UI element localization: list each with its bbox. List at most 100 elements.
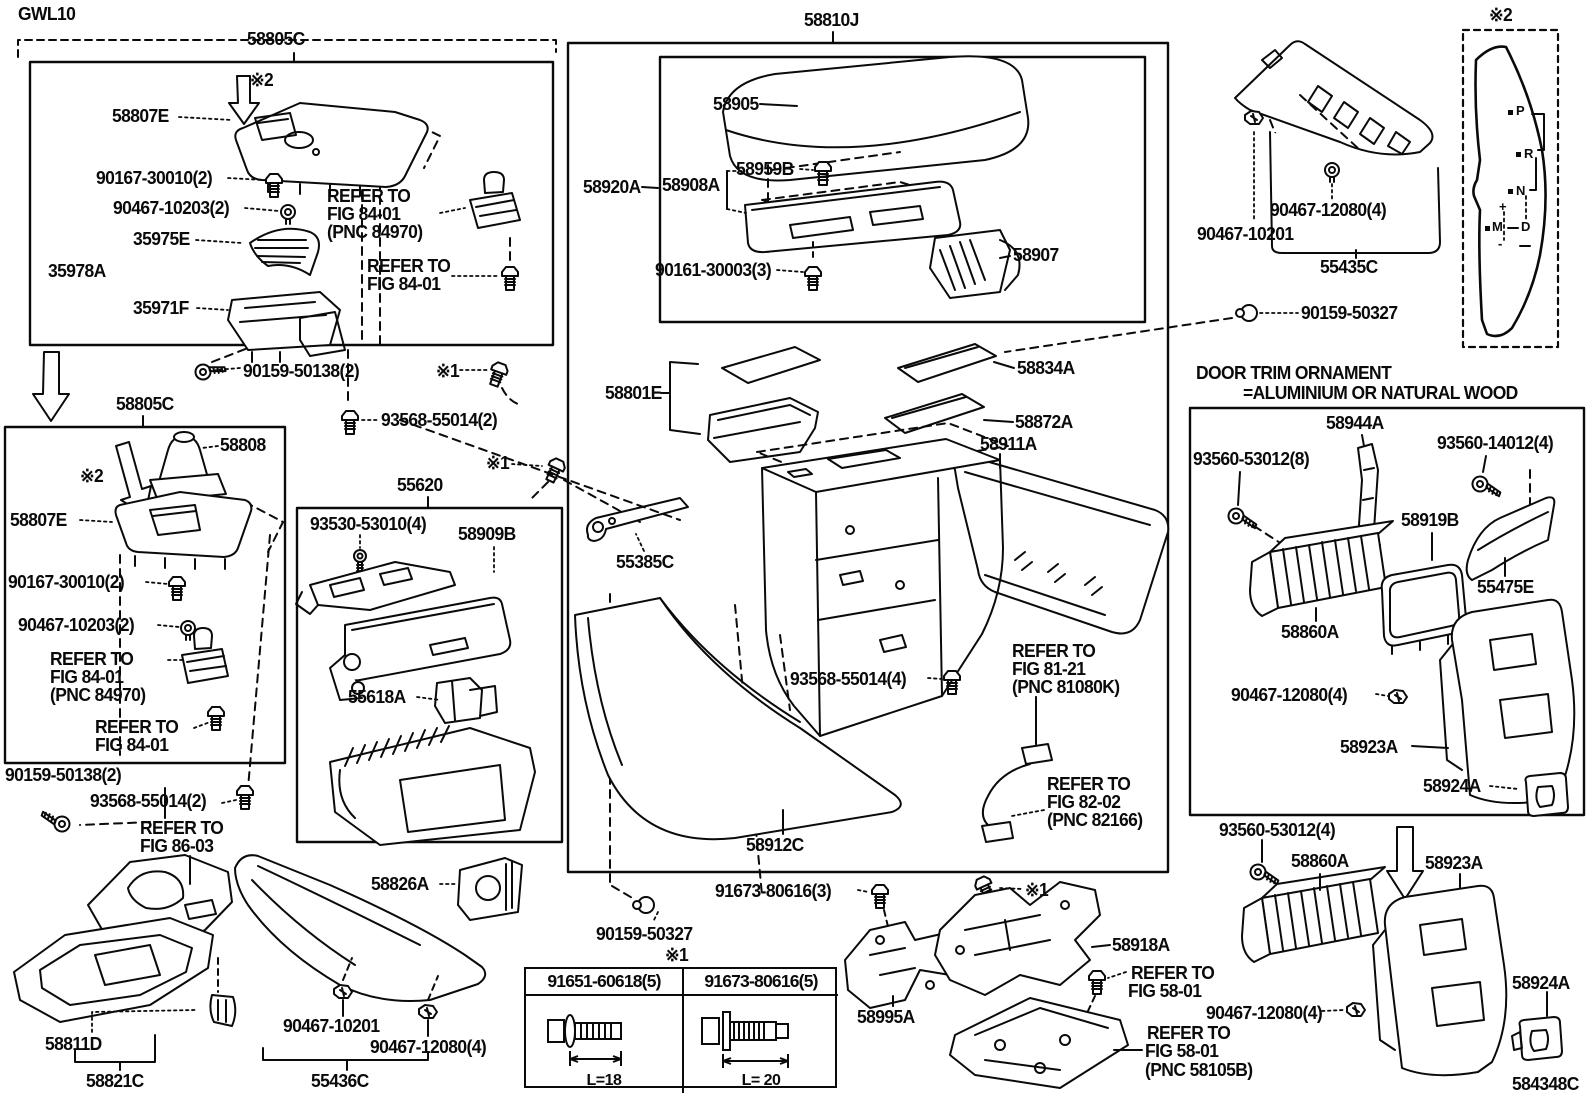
part-drawing-shift-gate xyxy=(1473,47,1545,336)
note-symbol-1: ※1 xyxy=(486,453,510,473)
part-drawing-55618A xyxy=(435,678,497,723)
shift-position-mark: - xyxy=(1498,236,1503,251)
ref-note: REFER TO xyxy=(327,186,411,206)
part-drawing-90159-50327-top xyxy=(1005,305,1257,352)
part-58995A: 58995A xyxy=(857,1007,915,1027)
part-58908A: 58908A xyxy=(662,175,720,195)
part-58807E: 58807E xyxy=(10,510,67,530)
ref-note: FIG 58-01 xyxy=(1128,981,1202,1001)
part-90167-30010: 90167-30010(2) xyxy=(8,572,125,592)
part-drawing-58872A xyxy=(885,394,984,433)
part-90467-12080: 90467-12080(4) xyxy=(1231,685,1348,705)
part-58923A: 58923A xyxy=(1425,853,1483,873)
part-55618A: 55618A xyxy=(348,687,406,707)
part-drawing-58911A xyxy=(954,455,1168,634)
ref-note: REFER TO xyxy=(1012,641,1096,661)
part-58811D: 58811D xyxy=(45,1034,102,1054)
bolt-length-label: L=18 xyxy=(586,1072,622,1089)
ref-note: (PNC 84970) xyxy=(50,685,146,705)
note-symbol-1: ※1 xyxy=(665,945,689,965)
part-drawing-58912C xyxy=(400,420,901,884)
part-93530-53010: 93530-53010(4) xyxy=(310,514,427,534)
part-58959B: 58959B xyxy=(736,159,794,179)
fastener-col2-part: 91673-80616(5) xyxy=(682,969,838,996)
ref-note: FIG 58-01 xyxy=(1145,1041,1219,1061)
part-drawing-58807E-lower xyxy=(116,492,284,788)
part-drawing-58826A xyxy=(458,858,522,920)
leader-lines xyxy=(80,117,1518,1011)
figure-number: 584348C xyxy=(1512,1074,1579,1094)
part-drawing-switch-84970-upper xyxy=(470,172,520,228)
part-58808: 58808 xyxy=(220,435,266,455)
bolt-diagram-L20 xyxy=(701,1011,789,1068)
box-58805C-lower xyxy=(5,427,285,763)
part-drawing-58908A xyxy=(745,152,960,252)
part-58805C: 58805C xyxy=(116,394,174,414)
shift-position-mark: + xyxy=(1499,199,1507,214)
part-drawing-58808 xyxy=(150,432,226,501)
part-58911A: 58911A xyxy=(980,434,1037,454)
leader-lines-solid xyxy=(143,32,1448,1050)
part-90159-50138: 90159-50138(2) xyxy=(5,765,122,785)
part-58924A: 58924A xyxy=(1512,973,1570,993)
ref-note: (PNC 58105B) xyxy=(1145,1060,1253,1080)
note-symbol-2: ※2 xyxy=(80,466,104,486)
part-drawing-58918A xyxy=(935,882,1100,995)
part-58907: 58907 xyxy=(1013,245,1059,265)
fastener-col1-part: 91651-60618(5) xyxy=(526,969,682,996)
shift-position-square xyxy=(1508,110,1513,115)
ref-note: FIG 81-21 xyxy=(1012,659,1086,679)
part-58905: 58905 xyxy=(713,94,759,114)
shift-position-mark: D xyxy=(1521,219,1531,234)
fastener-col1-cell: L=18 xyxy=(526,996,682,1093)
part-58920A: 58920A xyxy=(583,177,641,197)
part-58872A: 58872A xyxy=(1015,412,1073,432)
ref-note: FIG 84-01 xyxy=(367,274,441,294)
shift-position-mark: M xyxy=(1492,219,1503,234)
part-93568-55014-4: 93568-55014(4) xyxy=(790,669,907,689)
door-trim-note: DOOR TRIM ORNAMENT xyxy=(1196,363,1392,383)
part-58826A: 58826A xyxy=(371,874,429,894)
part-90159-50327: 90159-50327 xyxy=(596,924,693,944)
part-93560-14012: 93560-14012(4) xyxy=(1437,433,1554,453)
model-code: GWL10 xyxy=(18,4,76,24)
part-58860A: 58860A xyxy=(1291,851,1349,871)
part-91673-80616-3: 91673-80616(3) xyxy=(715,881,832,901)
part-drawing-58821C xyxy=(14,918,218,1022)
part-drawing-58909B xyxy=(296,549,510,700)
part-drawing-58923A-bottom xyxy=(1373,874,1506,1075)
part-drawing-35975E xyxy=(250,229,319,275)
ref-note: FIG 82-02 xyxy=(1047,792,1121,812)
part-drawing-55436C xyxy=(235,855,485,1001)
ref-note: REFER TO xyxy=(95,717,179,737)
shift-position-square xyxy=(1508,189,1513,194)
part-90467-12080: 90467-12080(4) xyxy=(1270,200,1387,220)
part-58860A: 58860A xyxy=(1281,622,1339,642)
note-symbol-1: ※1 xyxy=(1025,880,1049,900)
part-90159-50327: 90159-50327 xyxy=(1301,303,1398,323)
part-35975E: 35975E xyxy=(133,229,190,249)
part-90467-10203: 90467-10203(2) xyxy=(18,615,135,635)
box-armrest xyxy=(660,57,1145,322)
part-58810J: 58810J xyxy=(804,10,859,30)
ref-note: (PNC 81080K) xyxy=(1012,677,1120,697)
part-drawing-58905 xyxy=(723,56,1028,180)
part-drawing-harness-82166 xyxy=(982,697,1052,842)
part-93560-53012-8: 93560-53012(8) xyxy=(1193,449,1310,469)
part-drawing-cup-holder-box xyxy=(330,726,535,845)
ref-note: REFER TO xyxy=(1131,963,1215,983)
part-58912C: 58912C xyxy=(746,835,804,855)
note-symbol-1: ※1 xyxy=(436,361,460,381)
part-90467-12080: 90467-12080(4) xyxy=(1206,1003,1323,1023)
part-55436C: 55436C xyxy=(311,1071,369,1091)
ref-note: REFER TO xyxy=(1047,774,1131,794)
part-drawing-35971F xyxy=(228,292,345,362)
part-90467-12080: 90467-12080(4) xyxy=(370,1037,487,1057)
part-drawing-58807E-upper xyxy=(235,103,440,345)
part-drawing-58907 xyxy=(930,230,1020,298)
ref-note: REFER TO xyxy=(140,818,224,838)
box-shift-pattern xyxy=(1463,30,1558,347)
part-drawing-55475E xyxy=(1467,497,1555,580)
part-drawing-58811D xyxy=(210,995,235,1026)
